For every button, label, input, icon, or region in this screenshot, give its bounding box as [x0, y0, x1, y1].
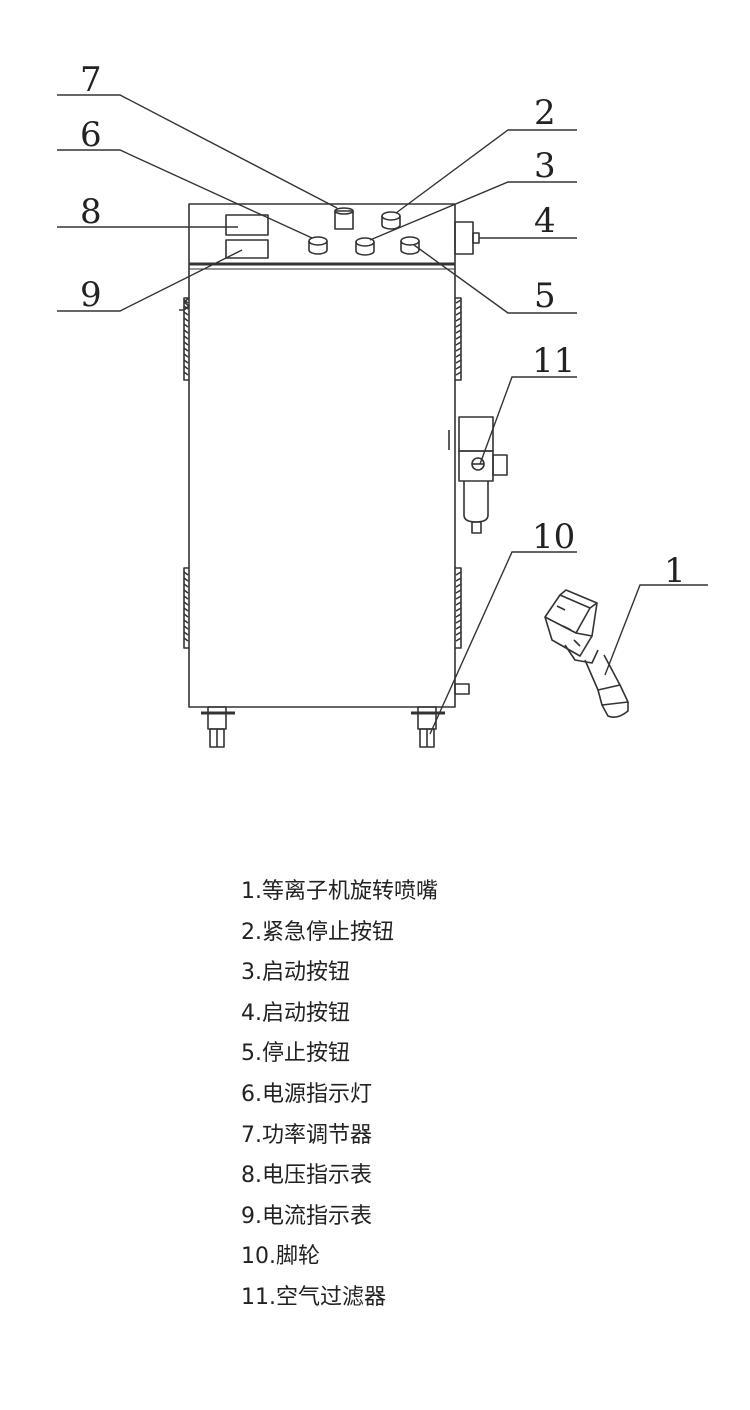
- callout-7: 7: [80, 60, 102, 100]
- power-regulator-knob: [334, 207, 354, 230]
- callout-6: 6: [80, 115, 102, 155]
- callout-2: 2: [534, 93, 556, 133]
- callout-10: 10: [532, 517, 575, 557]
- legend-item: 5.停止按钮: [241, 1041, 351, 1067]
- air-filter: [448, 416, 508, 534]
- leader-5: [413, 244, 577, 314]
- right-vent-lower: [455, 567, 462, 649]
- leader-2: [395, 129, 577, 214]
- callout-8: 8: [80, 192, 102, 232]
- left-vent-lower: [183, 567, 189, 649]
- side-start-button: [454, 221, 480, 255]
- callout-9: 9: [80, 275, 102, 315]
- callout-11: 11: [532, 341, 575, 381]
- callout-5: 5: [534, 276, 556, 316]
- legend-item: 7.功率调节器: [241, 1122, 373, 1148]
- legend-item: 8.电压指示表: [241, 1163, 373, 1189]
- leader-1: [604, 584, 708, 676]
- right-vent-upper: [455, 297, 462, 381]
- callout-1: 1: [664, 551, 686, 591]
- power-indicator-light: [308, 236, 328, 255]
- caster-left: [201, 706, 235, 748]
- leader-11: [479, 376, 577, 465]
- voltage-meter: [225, 214, 269, 236]
- callout-3: 3: [534, 146, 556, 186]
- legend-item: 10.脚轮: [241, 1244, 321, 1270]
- current-meter: [225, 239, 269, 259]
- legend-item: 9.电流指示表: [241, 1203, 373, 1229]
- legend-item: 1.等离子机旋转喷嘴: [241, 879, 439, 904]
- callout-4: 4: [534, 201, 556, 241]
- legend-item: 11.空气过滤器: [241, 1284, 387, 1310]
- parts-legend: 1.等离子机旋转喷嘴 2.紧急停止按钮 3.启动按钮 4.启动按钮 5.停止按钮…: [241, 872, 438, 1319]
- legend-item: 6.电源指示灯: [241, 1081, 373, 1107]
- leader-7: [57, 94, 338, 209]
- rotary-nozzle: [544, 589, 629, 718]
- legend-item: 2.紧急停止按钮: [241, 919, 395, 945]
- start-button: [355, 237, 375, 256]
- machine-diagram: 7 6 8 9 2 3 4 5 11 10 1: [57, 60, 708, 748]
- cabinet-body: [188, 203, 456, 708]
- emergency-stop-button: [381, 211, 401, 230]
- leader-9: [57, 249, 243, 312]
- leader-10: [429, 551, 577, 735]
- left-vent-upper: [179, 297, 190, 381]
- legend-item: 4.启动按钮: [241, 1000, 351, 1026]
- leader-6: [57, 149, 313, 239]
- legend-item: 3.启动按钮: [241, 960, 351, 986]
- stop-button: [400, 236, 420, 255]
- leader-3: [369, 181, 577, 241]
